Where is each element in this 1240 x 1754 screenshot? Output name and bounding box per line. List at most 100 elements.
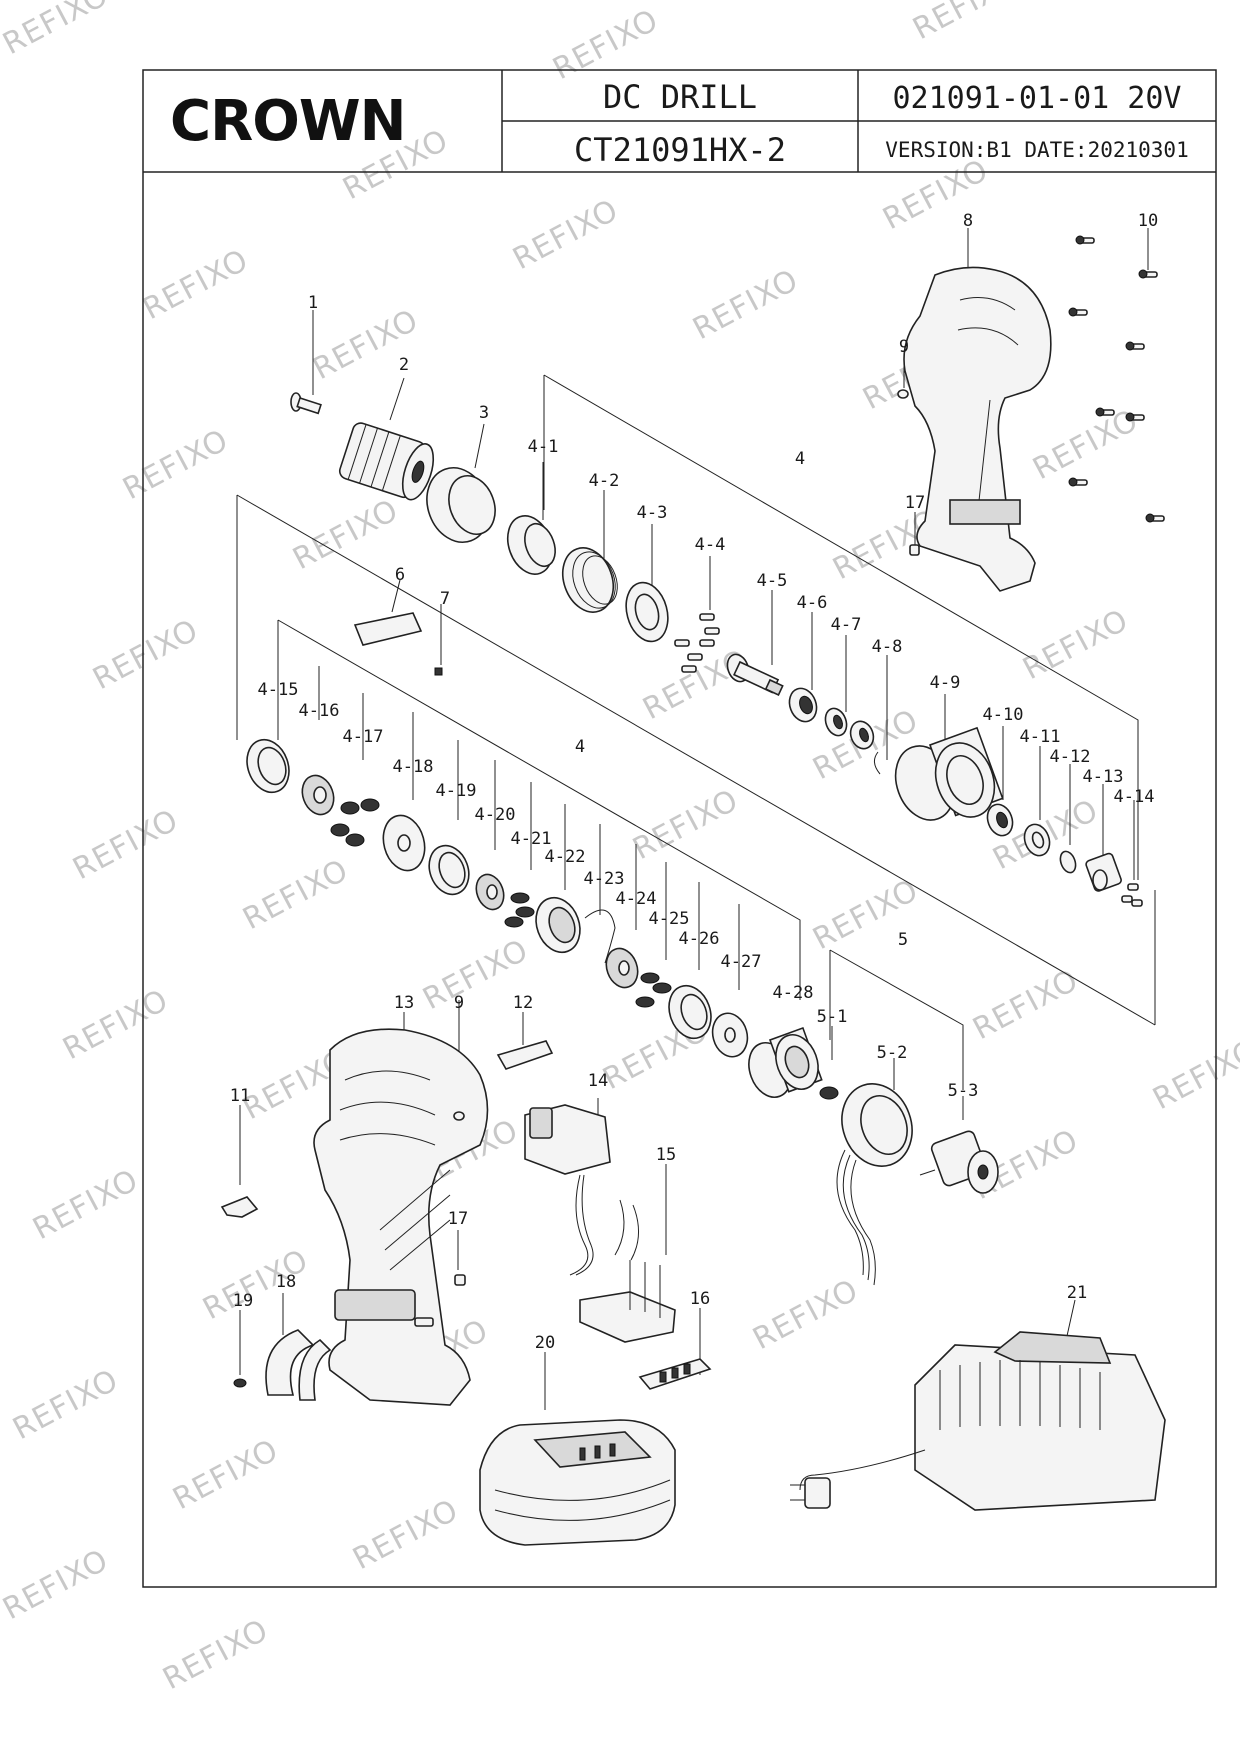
watermark: REFIXO — [57, 983, 174, 1067]
part-4-5-spindle — [726, 653, 784, 697]
part-7-spring — [434, 667, 443, 676]
part-12-switch-button — [496, 1040, 554, 1070]
callout-18: 18 — [276, 1272, 296, 1292]
callout-6: 6 — [395, 565, 405, 585]
callout-4-14: 4-14 — [1114, 787, 1155, 807]
callout-15: 15 — [656, 1145, 676, 1165]
part-4-10-bearing — [986, 803, 1014, 837]
callout-4-18: 4-18 — [393, 757, 434, 777]
part-21-charger — [790, 1331, 1166, 1511]
part-4-22-ring-gear — [535, 896, 581, 954]
part-9-screw-upper — [897, 389, 909, 399]
part-5-3-rotor — [919, 1130, 999, 1194]
callout-4-25: 4-25 — [649, 909, 690, 929]
part-4-12-ring — [1059, 850, 1077, 874]
callout-4-1: 4-1 — [528, 437, 559, 457]
callout-14: 14 — [588, 1071, 608, 1091]
part-4-28-gear-housing — [748, 1027, 823, 1098]
callout-4-15: 4-15 — [258, 680, 299, 700]
part-8-housing-half — [903, 266, 1052, 592]
callout-5-3: 5-3 — [948, 1081, 979, 1101]
watermark: REFIXO — [967, 963, 1084, 1047]
callout-1: 1 — [308, 293, 318, 313]
watermark: REFIXO — [237, 853, 354, 937]
callout-21: 21 — [1067, 1283, 1087, 1303]
callout-4-27: 4-27 — [721, 952, 762, 972]
part-15-terminal-block — [579, 1260, 676, 1343]
part-13-housing-main — [313, 1028, 489, 1406]
watermark: REFIXO — [117, 423, 234, 507]
watermark: REFIXO — [137, 243, 254, 327]
callout-4-5: 4-5 — [757, 571, 788, 591]
part-4-25-gears — [635, 972, 672, 1008]
part-6-switch-cover — [353, 612, 423, 646]
part-20-battery — [479, 1419, 676, 1546]
callout-labels: 1 2 3 4-1 4-2 4-3 4-4 4 4-5 4-6 4-7 4-8 … — [230, 211, 1158, 1353]
callout-4-17: 4-17 — [343, 727, 384, 747]
callout-8: 8 — [963, 211, 973, 231]
callout-4-8: 4-8 — [872, 637, 903, 657]
callout-5-2: 5-2 — [877, 1043, 908, 1063]
callout-4-3: 4-3 — [637, 503, 668, 523]
watermark: REFIXO — [877, 153, 994, 237]
product-name: DC DRILL — [603, 78, 757, 116]
assembly-brackets — [236, 374, 1156, 1090]
watermark: REFIXO — [347, 1493, 464, 1577]
part-4-6-bearing — [788, 687, 818, 723]
part-4-26-ring — [668, 984, 712, 1040]
callout-4-11: 4-11 — [1020, 727, 1061, 747]
drawing-frame — [142, 69, 1217, 1588]
part-4-24-carrier — [605, 947, 639, 989]
document-number: 021091-01-01 20V — [893, 81, 1182, 116]
part-4-9-gearbox-housing — [894, 726, 1004, 821]
model-number: CT21091HX-2 — [574, 131, 786, 169]
part-4-14-pins — [1121, 883, 1143, 907]
brand-logo: CROWN — [170, 89, 405, 154]
part-17-nut-lower — [454, 1274, 466, 1286]
watermark: REFIXO — [7, 1363, 124, 1447]
part-4-21-gears — [504, 892, 535, 928]
callout-4-upper: 4 — [795, 449, 805, 469]
part-chuck — [338, 422, 435, 501]
part-screw-1 — [290, 392, 322, 415]
callout-4-7: 4-7 — [831, 615, 862, 635]
callout-4-28: 4-28 — [773, 983, 814, 1003]
callout-9-lower: 9 — [454, 993, 464, 1013]
part-4-2-spring — [561, 547, 618, 613]
callout-4-22: 4-22 — [545, 847, 586, 867]
part-4-4-pins — [674, 613, 720, 673]
callout-16: 16 — [690, 1289, 710, 1309]
callout-20: 20 — [535, 1333, 555, 1353]
part-4-3-washer — [625, 581, 669, 643]
version-date: VERSION:B1 DATE:20210301 — [885, 138, 1188, 162]
part-4-27-washer — [711, 1012, 749, 1058]
part-18-belt-clip — [265, 1329, 332, 1401]
watermark: REFIXO — [197, 1243, 314, 1327]
part-11-label — [220, 1196, 259, 1218]
part-4-1-cap — [506, 515, 556, 575]
watermark: REFIXO — [157, 1613, 274, 1697]
callout-12: 12 — [513, 993, 533, 1013]
watermark: REFIXO — [687, 263, 804, 347]
part-16-pcb — [638, 1358, 712, 1390]
callout-4-19: 4-19 — [436, 781, 477, 801]
watermark: REFIXO — [87, 613, 204, 697]
callout-4-16: 4-16 — [299, 701, 340, 721]
callout-19: 19 — [233, 1291, 253, 1311]
callout-4-2: 4-2 — [589, 471, 620, 491]
part-4-19-ring — [428, 844, 470, 896]
part-4-13-plate — [1085, 852, 1122, 892]
callout-4-6: 4-6 — [797, 593, 828, 613]
callout-11: 11 — [230, 1086, 250, 1106]
part-4-8-washer — [849, 720, 881, 775]
callout-4-24: 4-24 — [616, 889, 657, 909]
watermark: REFIXO — [0, 1543, 115, 1627]
callout-4-26: 4-26 — [679, 929, 720, 949]
callout-4-23: 4-23 — [584, 869, 625, 889]
callout-4-10: 4-10 — [983, 705, 1024, 725]
callout-7: 7 — [440, 589, 450, 609]
part-17-nut-upper — [909, 544, 920, 556]
callout-5-1: 5-1 — [817, 1007, 848, 1027]
part-4-11-washer — [1023, 823, 1051, 857]
watermark: REFIXO — [547, 3, 664, 87]
